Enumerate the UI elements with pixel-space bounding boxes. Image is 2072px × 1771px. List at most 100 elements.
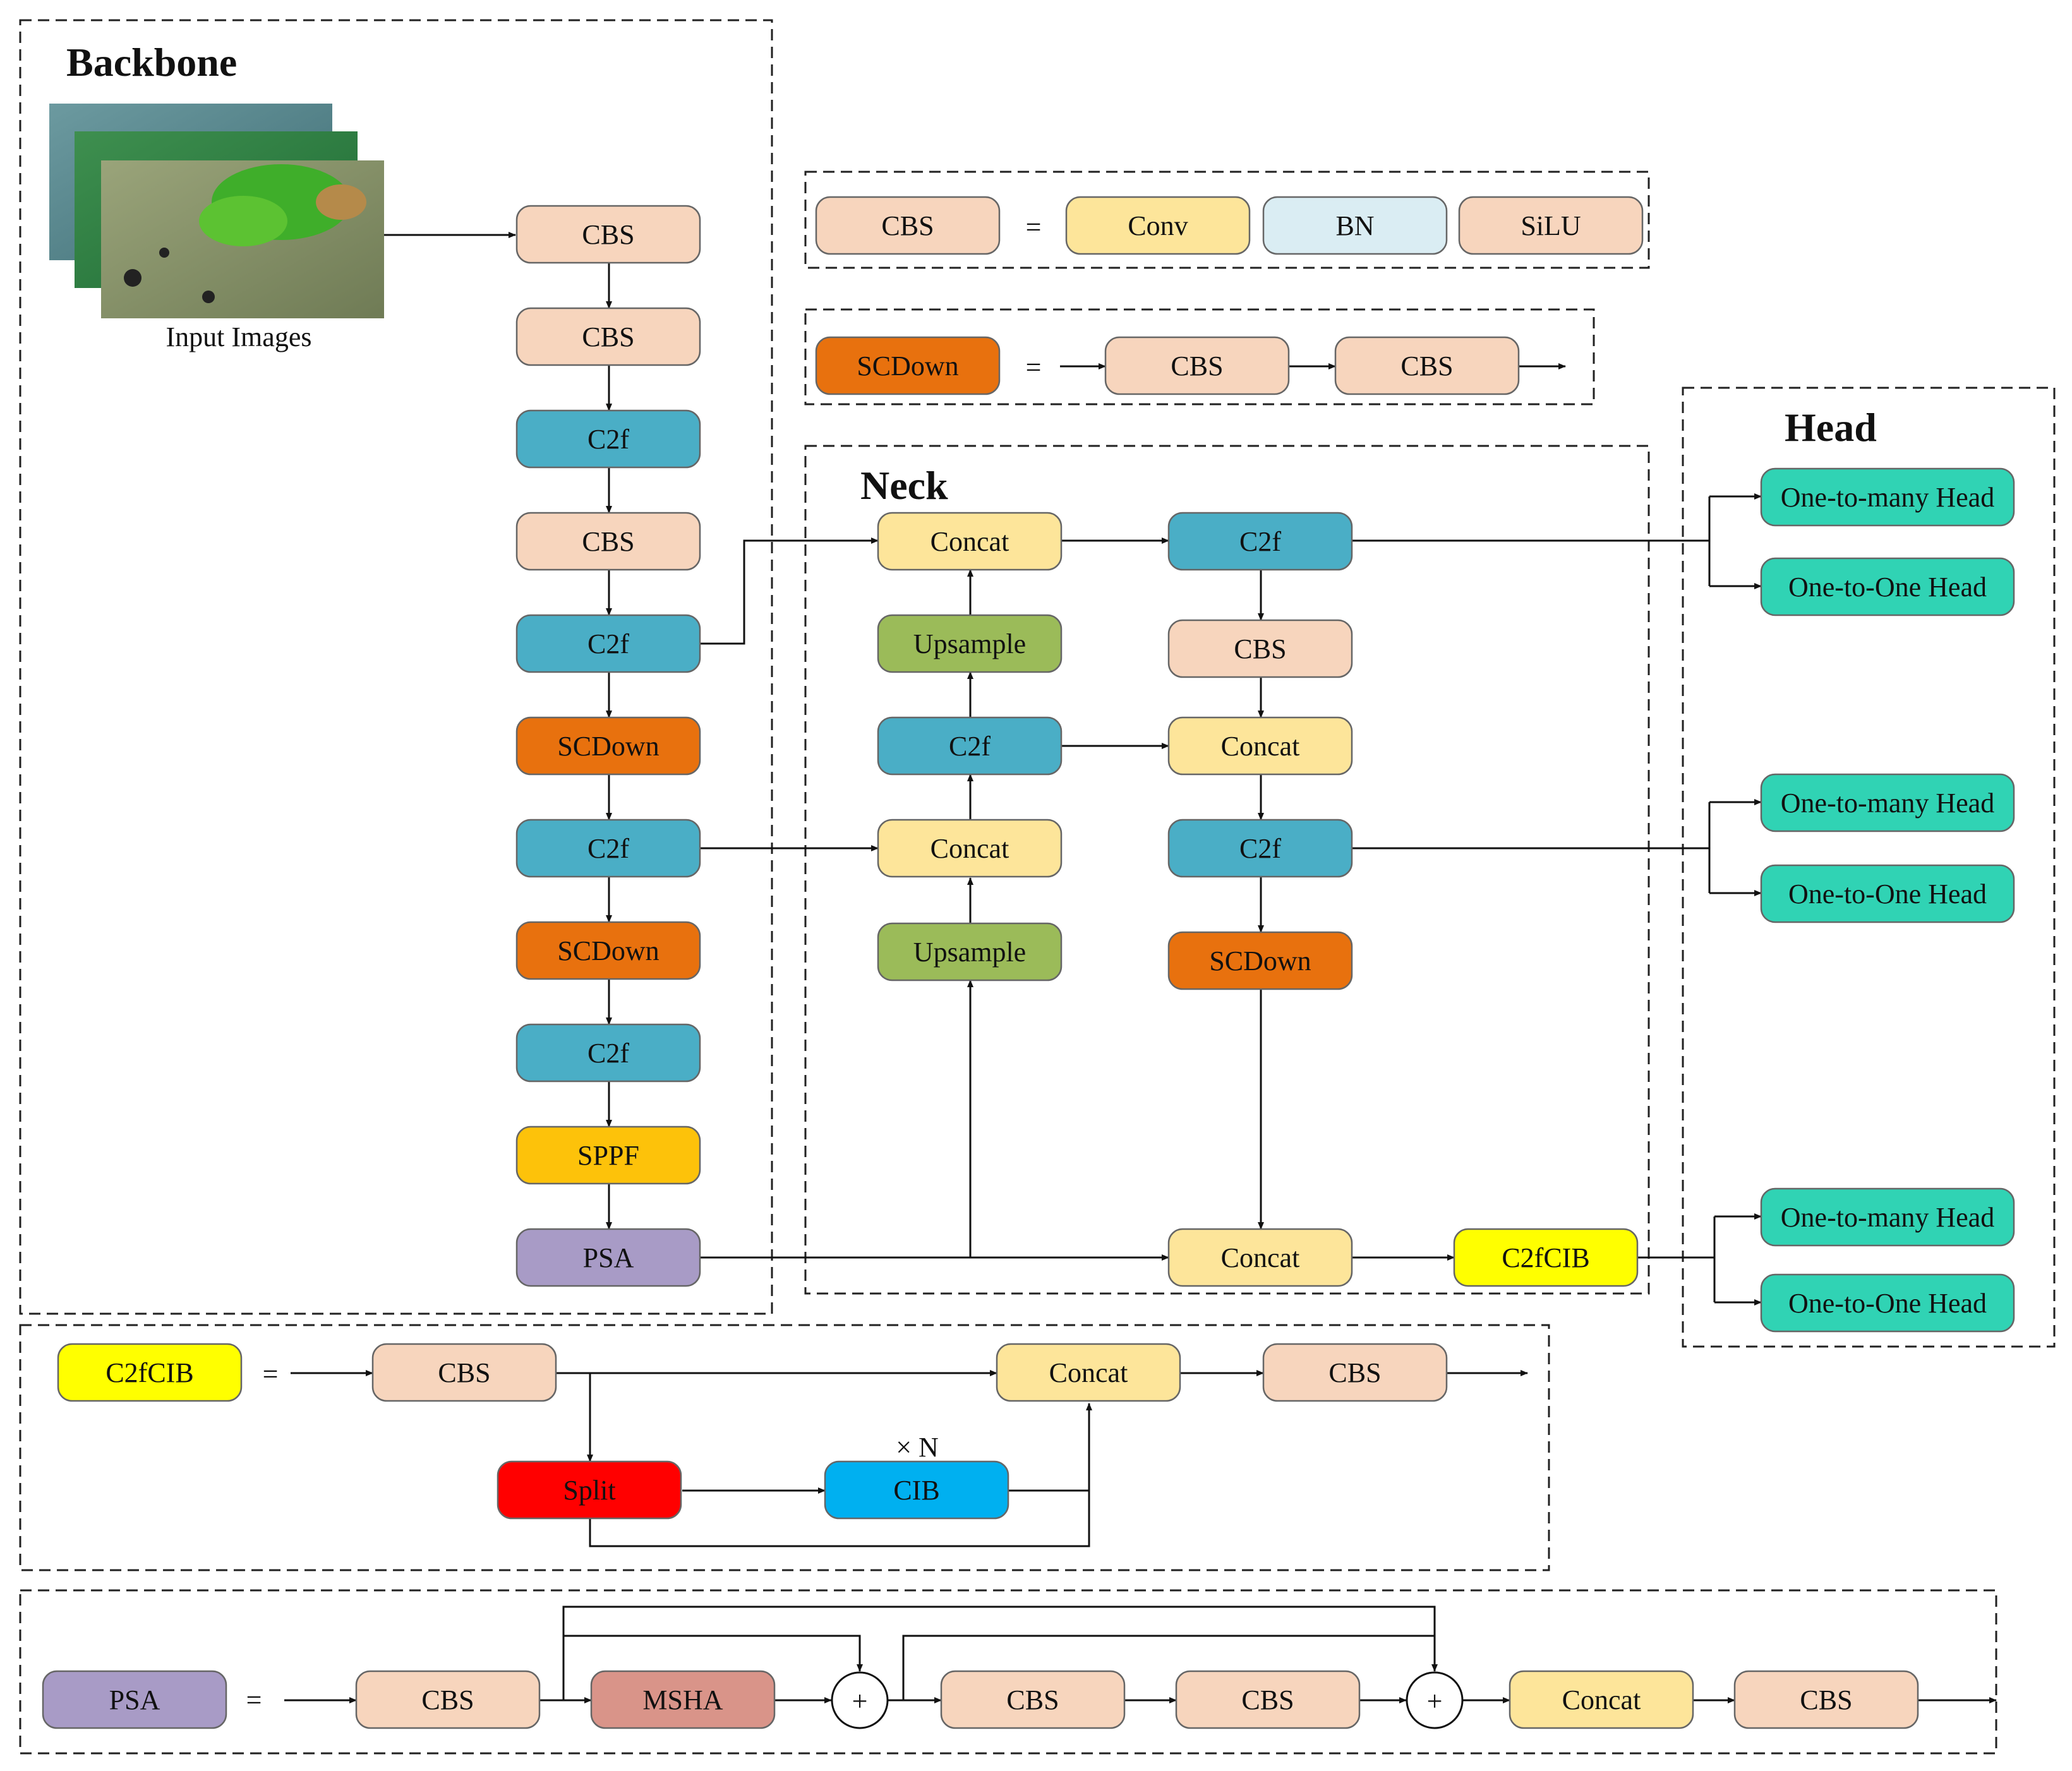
node-h1a-label: One-to-many Head: [1781, 482, 1994, 513]
node-n_cbs-box: [1167, 619, 1353, 678]
node-n_c2fcib-label: C2fCIB: [1502, 1242, 1589, 1273]
node-n_cbs: CBS: [1167, 619, 1353, 678]
node-b8-box: [515, 921, 701, 980]
node-lg-psa-cbs4: CBS: [1733, 1670, 1919, 1729]
node-n_scdown-label: SCDown: [1209, 946, 1311, 976]
node-n_concat2: Concat: [877, 819, 1063, 878]
node-b1-label: CBS: [582, 219, 634, 250]
node-lg-sc-cbs2: CBS: [1334, 336, 1520, 395]
node-lg-psa-concat: Concat: [1509, 1670, 1694, 1729]
eq-psa-sign: =: [246, 1684, 262, 1715]
node-lg-bn-label: BN: [1335, 210, 1374, 241]
node-b7: C2f: [515, 819, 701, 878]
node-n_concat4: Concat: [1167, 1228, 1353, 1287]
node-n_c2f_out1-label: C2f: [1239, 526, 1281, 557]
node-lg-ci-cib: CIB: [824, 1460, 1009, 1520]
node-h1a-box: [1760, 467, 2015, 527]
node-n_c2f1-box: [877, 716, 1063, 776]
backbone-frame: [19, 19, 773, 1315]
node-b8: SCDown: [515, 921, 701, 980]
node-b10: SPPF: [515, 1126, 701, 1185]
node-lg-psa-concat-label: Concat: [1562, 1684, 1641, 1715]
node-lg-sc-cbs2-label: CBS: [1400, 351, 1453, 381]
node-b4-box: [515, 512, 701, 571]
node-h1b-label: One-to-One Head: [1788, 572, 1987, 603]
node-h3b-label: One-to-One Head: [1788, 1288, 1987, 1319]
node-lg-psa-cbs2: CBS: [940, 1670, 1126, 1729]
neck-title: Neck: [860, 463, 948, 508]
node-b6-label: SCDown: [557, 731, 659, 762]
node-lg-cbs: CBS: [815, 196, 1001, 255]
node-h1b: One-to-One Head: [1760, 557, 2015, 616]
node-b11: PSA: [515, 1228, 701, 1287]
scdown-legend-frame: [804, 308, 1595, 405]
node-b9-label: C2f: [587, 1038, 629, 1069]
node-lg-ci-split: Split: [497, 1460, 682, 1520]
node-lg-ci-cbs2-box: [1262, 1343, 1448, 1402]
node-lg-psa-cbs3-label: CBS: [1241, 1684, 1294, 1715]
node-n_c2f1: C2f: [877, 716, 1063, 776]
node-lg-ci-cbs1: CBS: [371, 1343, 557, 1402]
node-h2b: One-to-One Head: [1760, 864, 2015, 923]
head-title: Head: [1785, 405, 1877, 450]
node-h3a-label: One-to-many Head: [1781, 1202, 1994, 1233]
node-b11-box: [515, 1228, 701, 1287]
node-n_concat3: Concat: [1167, 716, 1353, 776]
node-lg-psa-cbs3: CBS: [1175, 1670, 1361, 1729]
node-n_up2-label: Upsample: [913, 937, 1026, 968]
node-b1: CBS: [515, 205, 701, 264]
node-lg-psa-cbs2-label: CBS: [1006, 1684, 1059, 1715]
node-lg-ci-split-label: Split: [563, 1475, 615, 1506]
plus-1-circle: [831, 1671, 889, 1729]
node-lg-silu: SiLU: [1458, 196, 1644, 255]
node-lg-ci-cbs1-box: [371, 1343, 557, 1402]
node-h3a-box: [1760, 1187, 2015, 1247]
node-lg-silu-label: SiLU: [1521, 210, 1581, 241]
connectors: [284, 232, 1997, 1703]
node-n_up1: Upsample: [877, 614, 1063, 673]
node-h2b-label: One-to-One Head: [1788, 879, 1987, 910]
node-n_concat4-label: Concat: [1221, 1242, 1300, 1273]
node-h2a: One-to-many Head: [1760, 773, 2015, 832]
node-lg-bn-box: [1262, 196, 1448, 255]
node-lg-ci-concat-label: Concat: [1049, 1357, 1128, 1388]
node-n_c2f_out2-label: C2f: [1239, 833, 1281, 864]
node-n_c2f_out2: C2f: [1167, 819, 1353, 878]
node-n_concat2-box: [877, 819, 1063, 878]
node-lg-psa-msha-box: [590, 1670, 776, 1729]
node-lg-conv: Conv: [1065, 196, 1251, 255]
node-lg-psa-cbs2-box: [940, 1670, 1126, 1729]
input-images: [49, 104, 384, 318]
node-lg-psa-cbs1-box: [355, 1670, 541, 1729]
node-h2b-box: [1760, 864, 2015, 923]
node-b5-label: C2f: [587, 628, 629, 659]
node-lg-psa-label: PSA: [109, 1684, 160, 1715]
plus-1-node: +: [831, 1671, 889, 1729]
node-lg-sc-cbs1: CBS: [1104, 336, 1290, 395]
node-lg-conv-box: [1065, 196, 1251, 255]
node-h2a-box: [1760, 773, 2015, 832]
node-b7-box: [515, 819, 701, 878]
node-lg-c2fcib-box: [57, 1343, 243, 1402]
node-lg-scdown: SCDown: [815, 336, 1001, 395]
node-lg-bn: BN: [1262, 196, 1448, 255]
node-n_concat4-box: [1167, 1228, 1353, 1287]
node-n_scdown: SCDown: [1167, 931, 1353, 990]
node-b3-label: C2f: [587, 424, 629, 455]
node-n_c2f1-label: C2f: [949, 731, 991, 762]
node-n_concat1-box: [877, 512, 1063, 571]
node-n_cbs-label: CBS: [1234, 633, 1286, 664]
node-lg-sc-cbs1-label: CBS: [1171, 351, 1223, 381]
node-lg-psa: PSA: [42, 1670, 227, 1729]
node-b7-label: C2f: [587, 833, 629, 864]
node-n_c2f_out1-box: [1167, 512, 1353, 571]
node-h1b-box: [1760, 557, 2015, 616]
node-n_c2fcib: C2fCIB: [1453, 1228, 1639, 1287]
node-b8-label: SCDown: [557, 935, 659, 966]
eq-cbs-sign: =: [1026, 212, 1042, 243]
node-n_concat3-box: [1167, 716, 1353, 776]
plus-2-sign: +: [1427, 1686, 1443, 1717]
node-b3-box: [515, 409, 701, 469]
node-lg-c2fcib-label: C2fCIB: [105, 1357, 193, 1388]
node-b9: C2f: [515, 1023, 701, 1083]
